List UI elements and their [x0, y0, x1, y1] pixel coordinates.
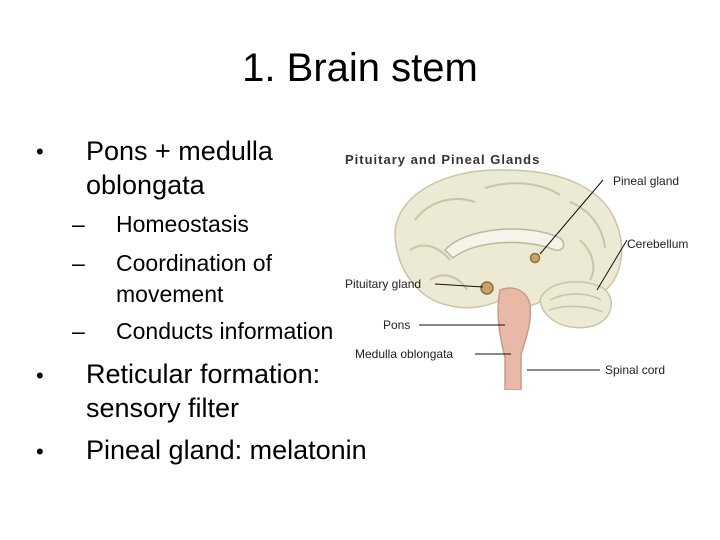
- bullet-1-line-2: oblongata: [86, 170, 205, 200]
- subitem-coordination-line-1: Coordination of: [116, 250, 272, 276]
- label-pons: Pons: [383, 318, 410, 332]
- gyri-lines: [409, 182, 606, 291]
- brainstem-shape: [497, 287, 532, 390]
- dash-marker: –: [72, 250, 85, 276]
- pituitary-gland-shape: [480, 281, 494, 295]
- bullet-3-line-1: Pineal gland: melatonin: [86, 435, 367, 465]
- label-spinal-cord: Spinal cord: [605, 363, 665, 377]
- corpus-callosum-shape: [443, 228, 565, 260]
- label-pineal-gland: Pineal gland: [613, 174, 679, 188]
- label-pituitary-gland: Pituitary gland: [345, 277, 421, 291]
- dash-marker: –: [72, 211, 85, 237]
- diagram-title: Pituitary and Pineal Glands: [345, 152, 540, 167]
- bullet-marker: •: [36, 139, 44, 164]
- pineal-leader-line: [539, 179, 604, 255]
- brain-diagram: Pituitary and Pineal Glands: [345, 152, 688, 390]
- subitem-conducts: Conducts information: [116, 318, 334, 344]
- label-cerebellum: Cerebellum: [627, 237, 688, 251]
- bullet-marker: •: [36, 439, 44, 464]
- bullet-marker: •: [36, 363, 44, 388]
- cerebellum-shape: [539, 281, 613, 329]
- leader-lines: [419, 179, 628, 371]
- bullet-2-line-2: sensory filter: [86, 393, 240, 423]
- bullet-1-line-1: Pons + medulla: [86, 136, 273, 166]
- pituitary-leader-line: [434, 283, 484, 288]
- slide-title: 1. Brain stem: [242, 46, 478, 90]
- subitem-coordination-line-2: movement: [116, 281, 224, 307]
- cerebellum-folia: [548, 293, 604, 313]
- cerebellum-leader-line: [596, 239, 628, 291]
- dash-marker: –: [72, 318, 85, 344]
- bullet-2-line-1: Reticular formation:: [86, 359, 321, 389]
- pineal-gland-shape: [529, 252, 541, 264]
- subitem-homeostasis: Homeostasis: [116, 211, 249, 237]
- label-medulla-oblongata: Medulla oblongata: [355, 347, 453, 361]
